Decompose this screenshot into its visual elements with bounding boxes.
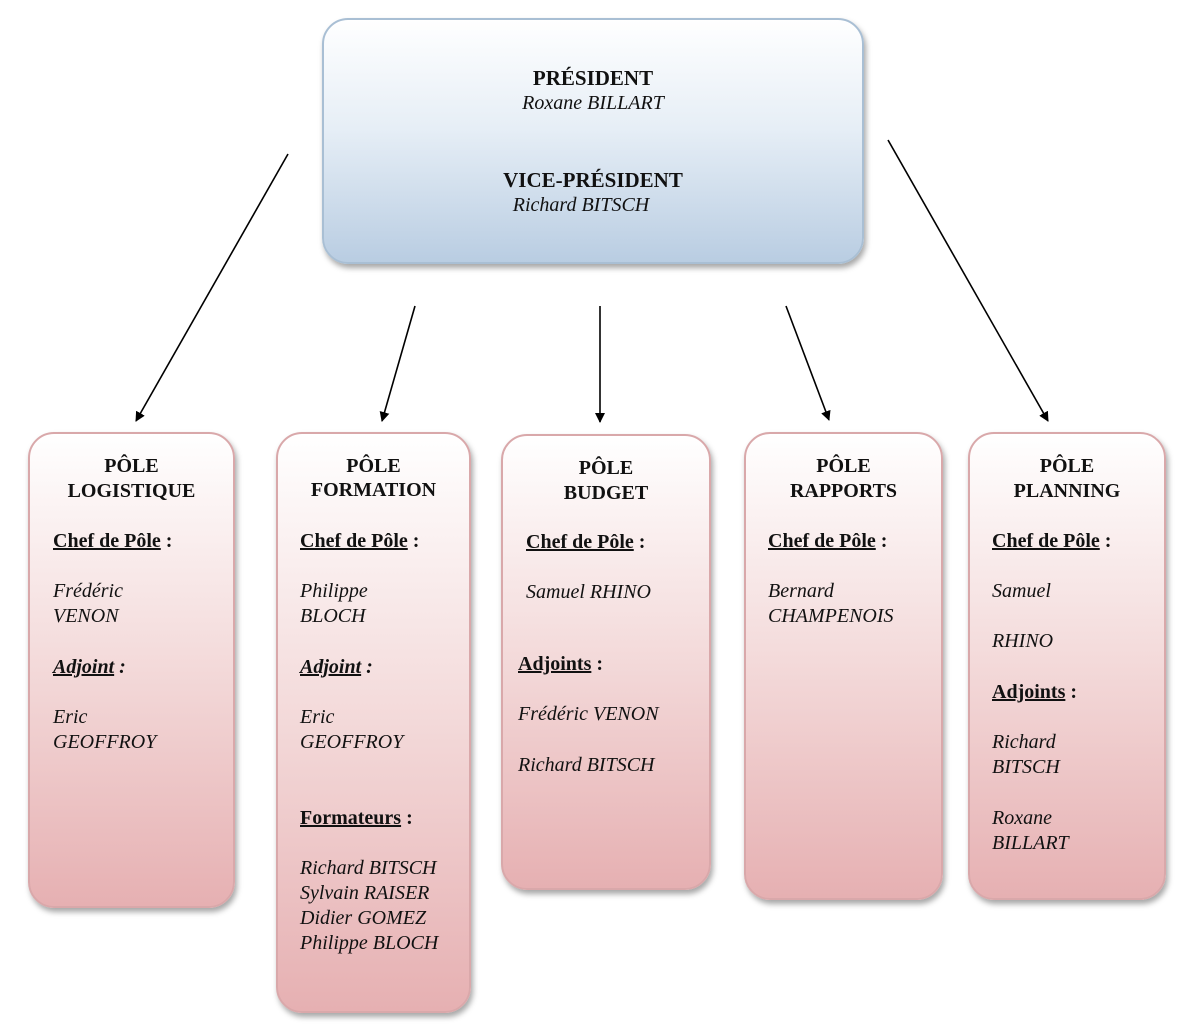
adjoint-heading: Adjoint : (53, 656, 126, 678)
chef-heading: Chef de Pôle : (992, 530, 1112, 552)
pole-title-line1: PÔLE (1039, 455, 1095, 477)
adjoints-heading: Adjoints : (992, 681, 1078, 703)
adjoint1-name-line2: BITSCH (992, 756, 1060, 778)
pole-rapports-box: PÔLE RAPPORTS Chef de Pôle : Bernard CHA… (744, 432, 943, 900)
chef-heading: Chef de Pôle : (53, 530, 173, 552)
pole-title-line2: FORMATION (310, 479, 437, 501)
chef-name-line1: Samuel RHINO (526, 581, 651, 603)
chef-heading: Chef de Pôle : (768, 530, 888, 552)
adjoint-name-line1: Eric (300, 706, 335, 728)
chef-heading: Chef de Pôle : (300, 530, 420, 552)
formateur-name: Didier GOMEZ (300, 907, 427, 929)
formateur-name: Philippe BLOCH (300, 932, 439, 954)
adjoint2-name-line2: BILLART (992, 832, 1069, 854)
adjoint-name-line1: Frédéric VENON (518, 703, 659, 725)
arrow-to-logistique (135, 153, 289, 422)
chef-name-line2: BLOCH (300, 605, 366, 627)
pole-formation-box: PÔLE FORMATION Chef de Pôle : Philippe B… (276, 432, 471, 1013)
pole-title-line2: BUDGET (563, 482, 649, 504)
pole-budget-box: PÔLE BUDGET Chef de Pôle : Samuel RHINO … (501, 434, 711, 890)
arrow-to-formation (379, 305, 416, 422)
adjoint-name-line2: GEOFFROY (53, 731, 157, 753)
president-label: PRÉSIDENT (532, 66, 654, 90)
adjoints-heading: Adjoints : (518, 653, 604, 675)
chef-name-line1: Samuel (992, 580, 1051, 602)
vice-president-label: VICE-PRÉSIDENT (503, 168, 683, 192)
pole-planning-box: PÔLE PLANNING Chef de Pôle : Samuel RHIN… (968, 432, 1166, 900)
arrow-to-planning (887, 139, 1049, 422)
formateur-name: Richard BITSCH (300, 857, 437, 879)
chef-name-line1: Philippe (300, 580, 368, 602)
arrow-to-rapports (785, 305, 831, 421)
adjoint1-name-line1: Richard (992, 731, 1056, 753)
pole-title-line2: LOGISTIQUE (67, 480, 196, 502)
adjoint2-name-line1: Roxane (992, 807, 1052, 829)
pole-logistique-box: PÔLE LOGISTIQUE Chef de Pôle : Frédéric … (28, 432, 235, 908)
formateur-name: Sylvain RAISER (300, 882, 430, 904)
pole-title-line2: PLANNING (1013, 480, 1121, 502)
pole-title-line1: PÔLE (346, 455, 401, 477)
pole-title-line1: PÔLE (816, 455, 871, 477)
chef-name-line1: Bernard (768, 580, 834, 602)
adjoint-heading: Adjoint : (300, 656, 373, 678)
adjoint-name-line1: Eric (53, 706, 88, 728)
chef-name-line1: Frédéric (53, 580, 123, 602)
formateurs-heading: Formateurs : (300, 807, 413, 829)
president-box: PRÉSIDENT Roxane BILLART VICE-PRÉSIDENT … (322, 18, 864, 264)
chef-name-line2: RHINO (992, 630, 1054, 652)
pole-title-line1: PÔLE (578, 457, 634, 479)
president-name: Roxane BILLART (522, 92, 664, 114)
pole-title-line2: RAPPORTS (789, 480, 898, 502)
adjoint-name-line2: Richard BITSCH (518, 754, 655, 776)
adjoint-name-line2: GEOFFROY (300, 731, 404, 753)
vice-president-name: Richard BITSCH (512, 194, 650, 216)
pole-title-line1: PÔLE (104, 455, 159, 477)
chef-name-line2: VENON (53, 605, 119, 627)
chef-name-line2: CHAMPENOIS (768, 605, 894, 627)
chef-heading: Chef de Pôle : (526, 531, 646, 553)
